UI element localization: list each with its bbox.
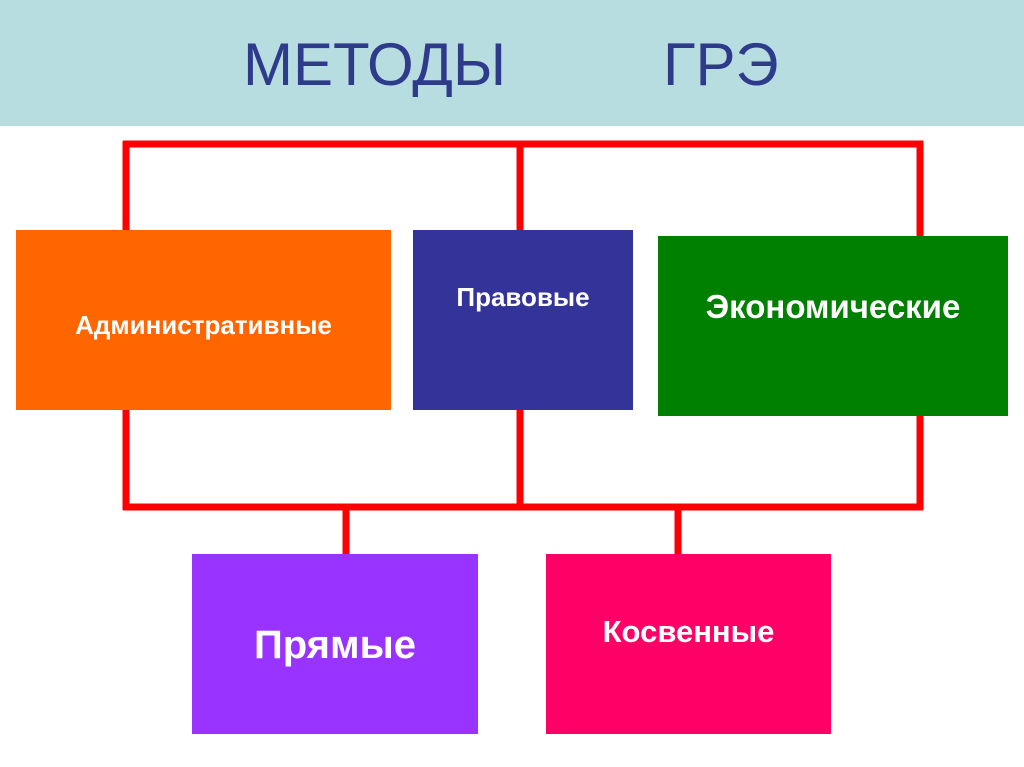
direct-methods-box: Прямые <box>192 554 478 734</box>
title-word-gre: ГРЭ <box>663 31 779 98</box>
economic-methods-box: Экономические <box>658 236 1008 416</box>
title-word-methods: МЕТОДЫ <box>243 31 507 98</box>
administrative-methods-label: Административные <box>75 309 332 340</box>
direct-methods-label: Прямые <box>254 622 416 667</box>
indirect-methods-label: Косвенные <box>602 614 775 649</box>
legal-methods-box: Правовые <box>413 230 633 410</box>
legal-methods-label: Правовые <box>456 282 590 312</box>
title-bar: МЕТОДЫ ГРЭ <box>0 0 1024 126</box>
indirect-methods-box: Косвенные <box>546 554 831 734</box>
economic-methods-label: Экономические <box>705 288 961 325</box>
administrative-methods-box: Административные <box>16 230 391 410</box>
